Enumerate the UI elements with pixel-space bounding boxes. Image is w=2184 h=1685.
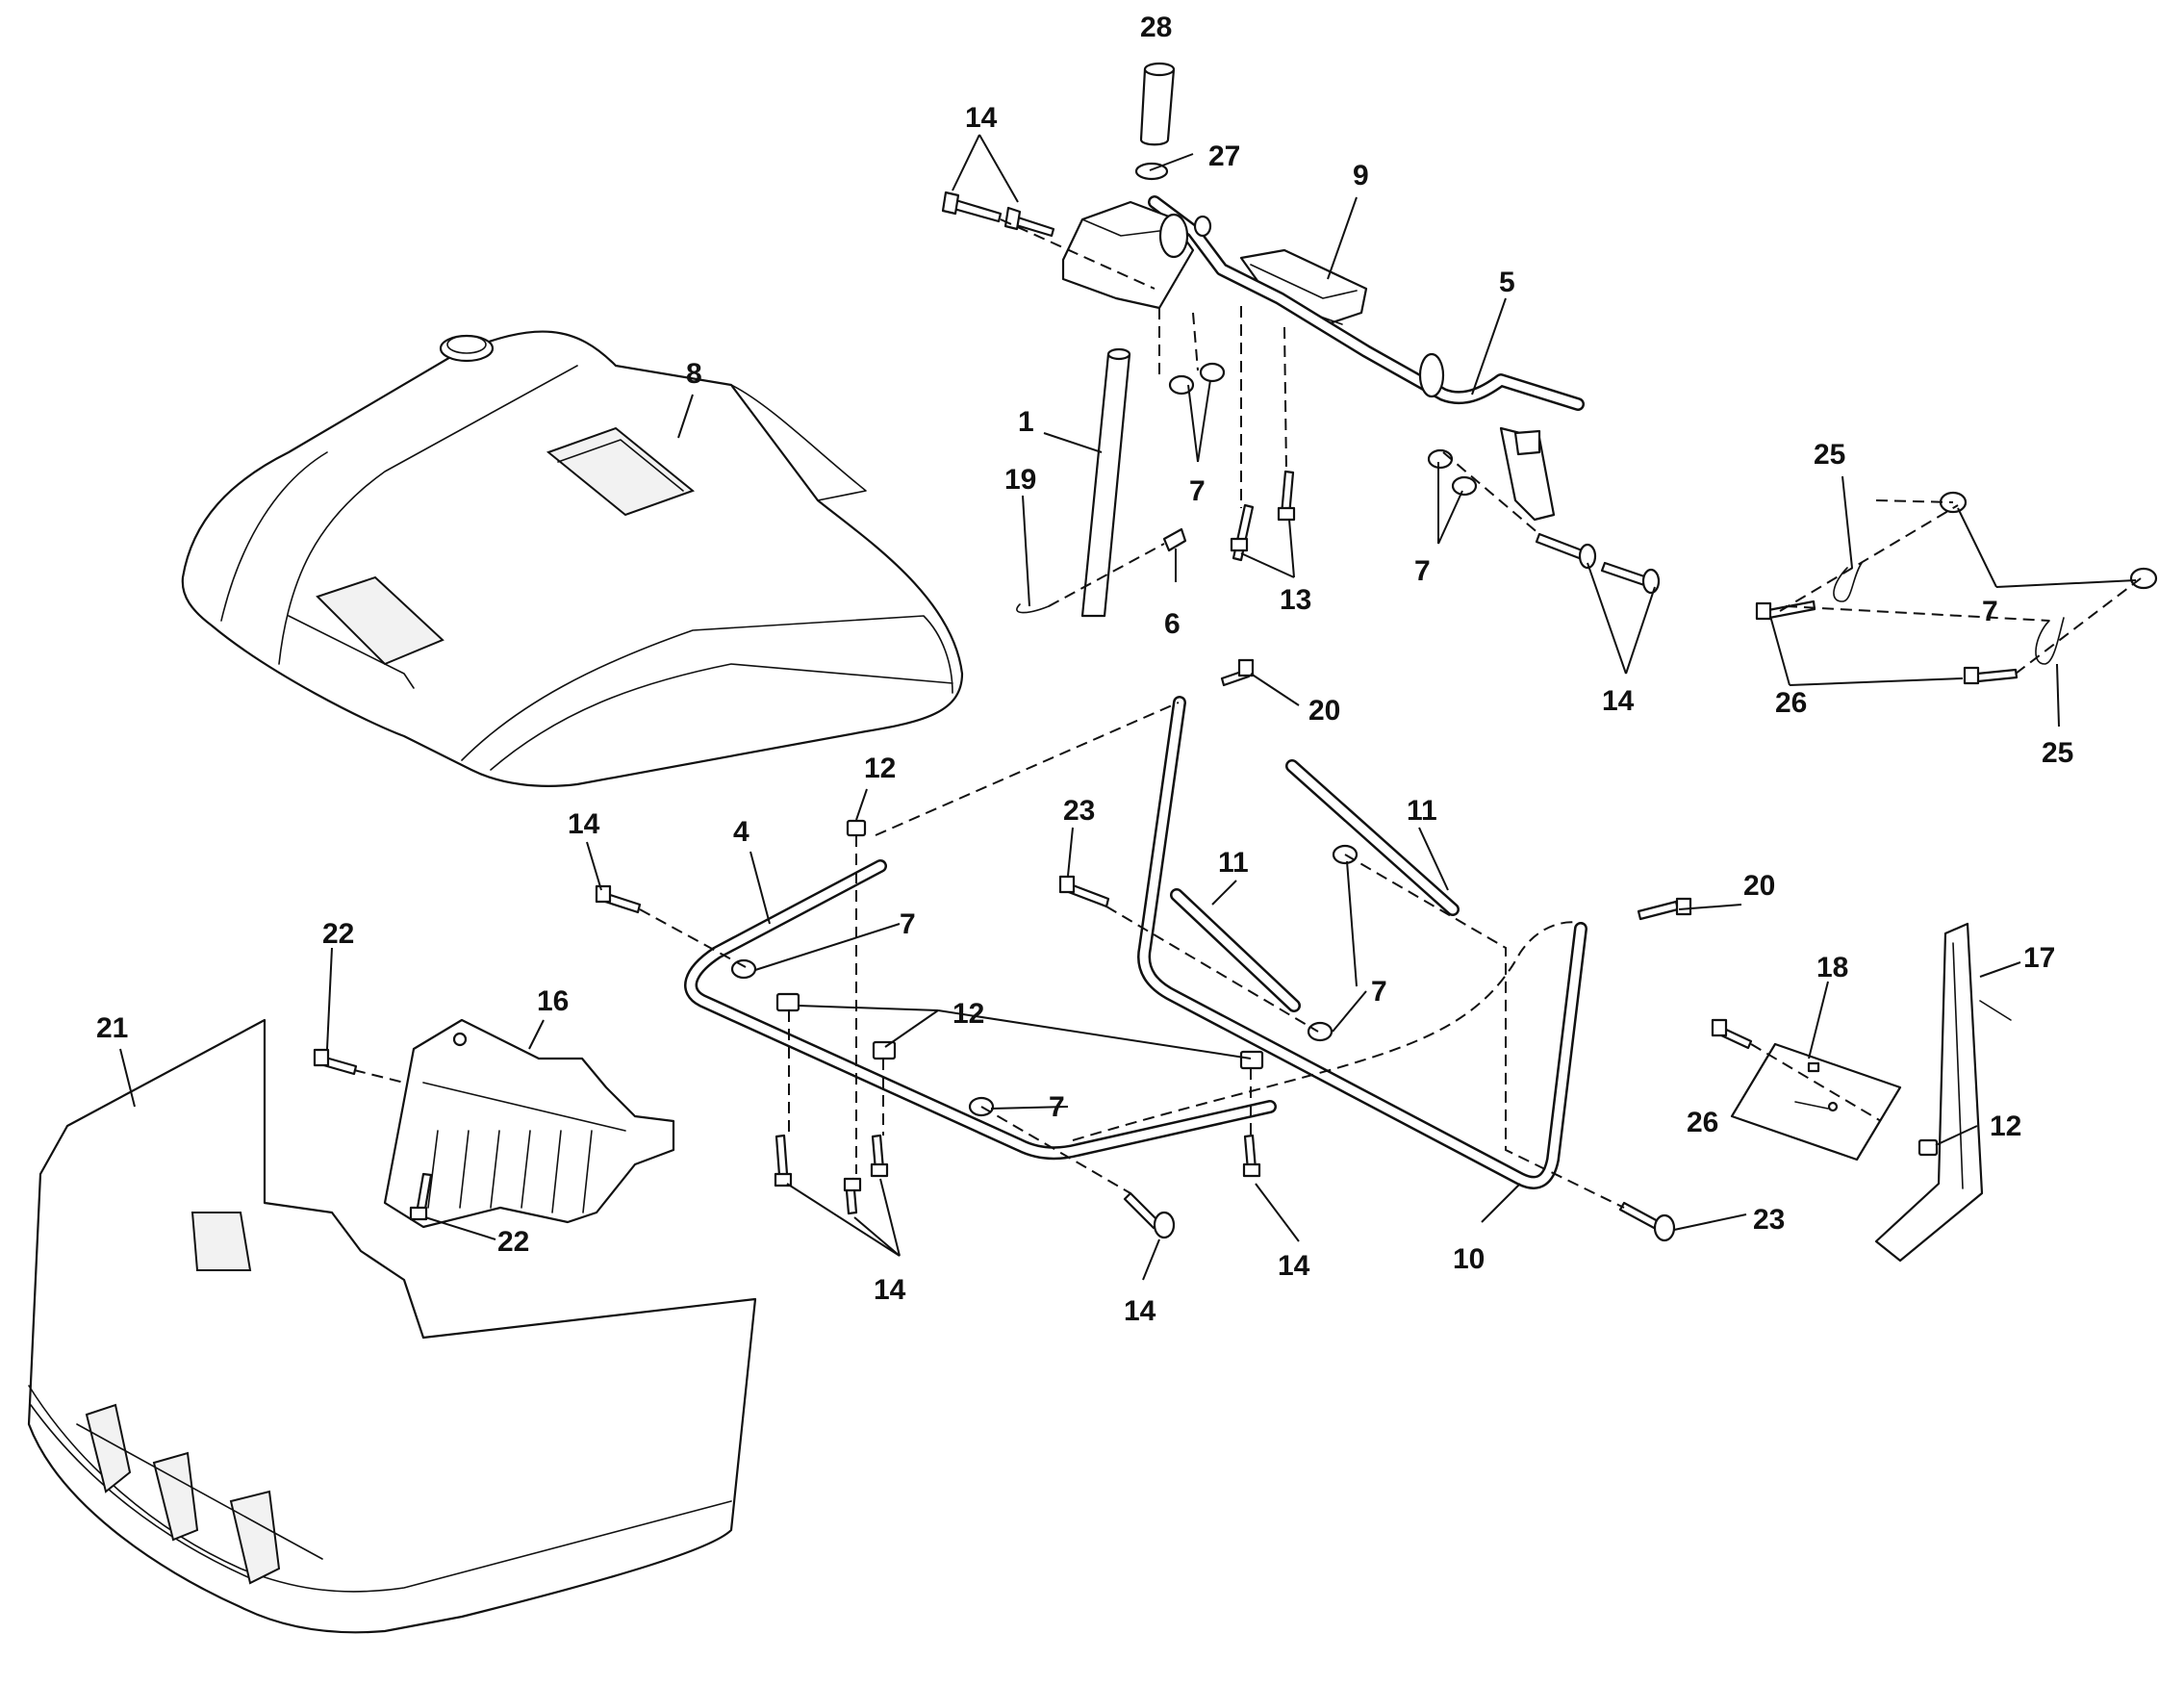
callout-12-mid: 12	[952, 998, 984, 1030]
plate-17	[1874, 922, 2012, 1263]
callout-26-bottom: 26	[1687, 1107, 1718, 1138]
callout-6: 6	[1164, 608, 1181, 640]
callout-7-far-right: 7	[1982, 596, 1998, 627]
grip-28	[1139, 62, 1176, 146]
callout-5: 5	[1499, 267, 1515, 298]
frame-rod-4	[684, 859, 1277, 1161]
assembly-lines	[353, 218, 2142, 1209]
callout-7-mid: 7	[1371, 976, 1387, 1008]
callout-18: 18	[1816, 952, 1848, 983]
callout-13: 13	[1280, 584, 1311, 616]
callout-9: 9	[1353, 160, 1369, 191]
callout-14-mid: 14	[1278, 1250, 1310, 1282]
hairpin-clip-19	[1016, 603, 1050, 614]
link-rod-11b	[1285, 759, 1460, 916]
callout-14-bottom-left: 14	[874, 1274, 906, 1306]
callout-20-lower: 20	[1743, 870, 1775, 902]
callout-14-right: 14	[1602, 685, 1635, 717]
callout-12-right: 12	[1990, 1111, 2021, 1142]
callout-26-top: 26	[1775, 687, 1807, 719]
hood-cover	[181, 330, 964, 787]
clevis-pin-6	[1162, 527, 1187, 552]
callout-16: 16	[537, 985, 569, 1017]
callout-8: 8	[686, 358, 702, 390]
leader-lines	[119, 134, 2137, 1281]
callout-10: 10	[1453, 1243, 1485, 1275]
hairpin-25b	[2035, 617, 2065, 665]
callout-7-right: 7	[1414, 555, 1431, 587]
callout-23-right: 23	[1753, 1204, 1785, 1236]
callout-11-left: 11	[1218, 847, 1249, 879]
callout-4: 4	[733, 816, 749, 848]
hardware-nuts	[730, 362, 2158, 1157]
callout-19: 19	[1004, 464, 1036, 496]
lift-tube-1	[1080, 347, 1131, 618]
hairpin-25a	[1833, 562, 1863, 602]
callout-28: 28	[1140, 12, 1172, 43]
callout-20-upper: 20	[1308, 695, 1340, 727]
callout-27: 27	[1208, 140, 1240, 172]
callout-22-bottom: 22	[497, 1226, 529, 1258]
grille-insert	[383, 1018, 675, 1229]
callout-21: 21	[96, 1012, 128, 1044]
callout-25-top: 25	[1814, 439, 1845, 471]
callout-labels: 28 14 27 9 5 8 1 19 7 13 6 7 14 25 7 26 …	[96, 12, 2073, 1327]
mounting-bracket	[1061, 200, 1212, 310]
callout-7-upper: 7	[1189, 475, 1206, 507]
callout-14-bottom: 14	[1124, 1295, 1156, 1327]
callout-22-top: 22	[322, 918, 354, 950]
hardware-bolts	[313, 191, 2019, 1242]
callout-1: 1	[1018, 406, 1034, 438]
frame-rod-10	[1137, 696, 1587, 1189]
callout-7-lower: 7	[1049, 1091, 1065, 1123]
callout-14-top: 14	[965, 102, 998, 134]
callout-12-top: 12	[864, 753, 896, 784]
plate-18	[1730, 1042, 1902, 1162]
callout-7-left: 7	[900, 908, 916, 940]
callout-14-left: 14	[568, 808, 600, 840]
link-rod-11a	[1170, 888, 1301, 1012]
callout-17: 17	[2023, 942, 2055, 974]
callout-25-bottom: 25	[2042, 737, 2073, 769]
front-grille	[27, 1018, 757, 1634]
lift-shaft-5	[1148, 195, 1585, 522]
callout-11-right: 11	[1407, 795, 1437, 827]
callout-23-left: 23	[1063, 795, 1095, 827]
